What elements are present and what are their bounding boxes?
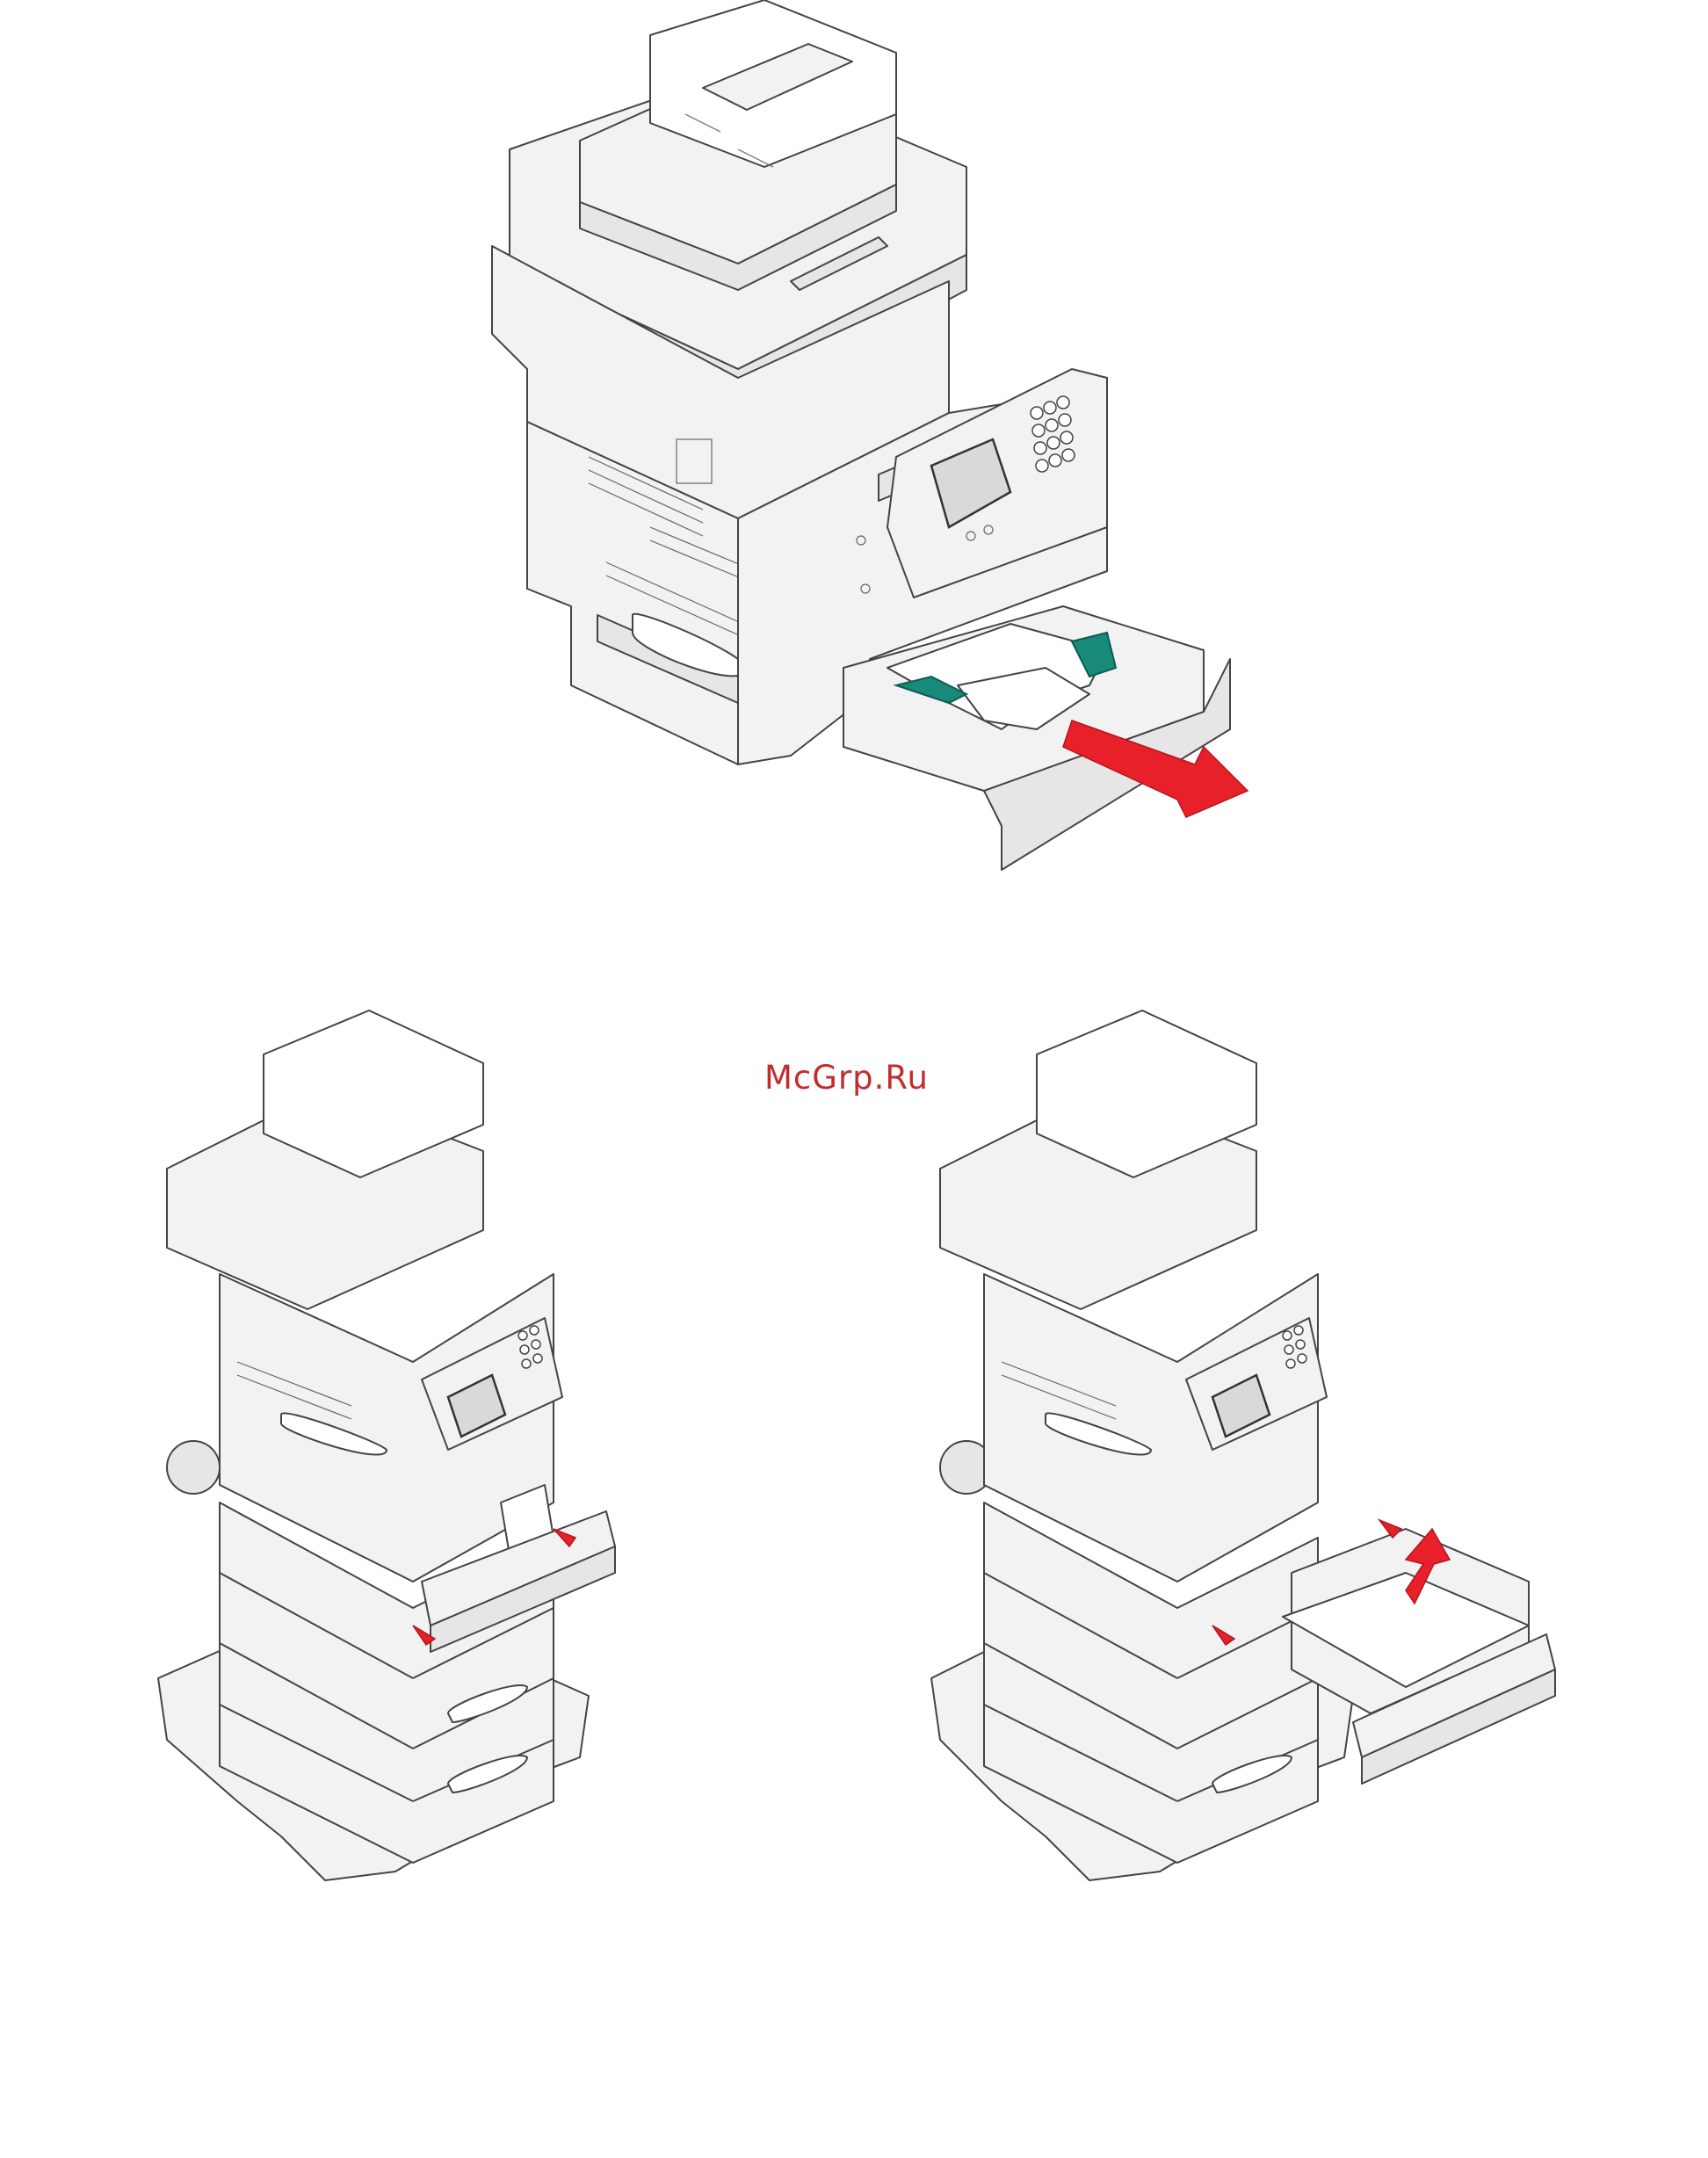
printer-tray-lift-icon [132,1010,694,1889]
printer-tray-remove-icon [914,1010,1599,1889]
illustration-tray-pull-out [474,0,1265,887]
illustration-lift-tray [132,1010,694,1889]
printer-tray-open-jam-icon [474,0,1265,887]
illustration-remove-tray [914,1010,1599,1889]
